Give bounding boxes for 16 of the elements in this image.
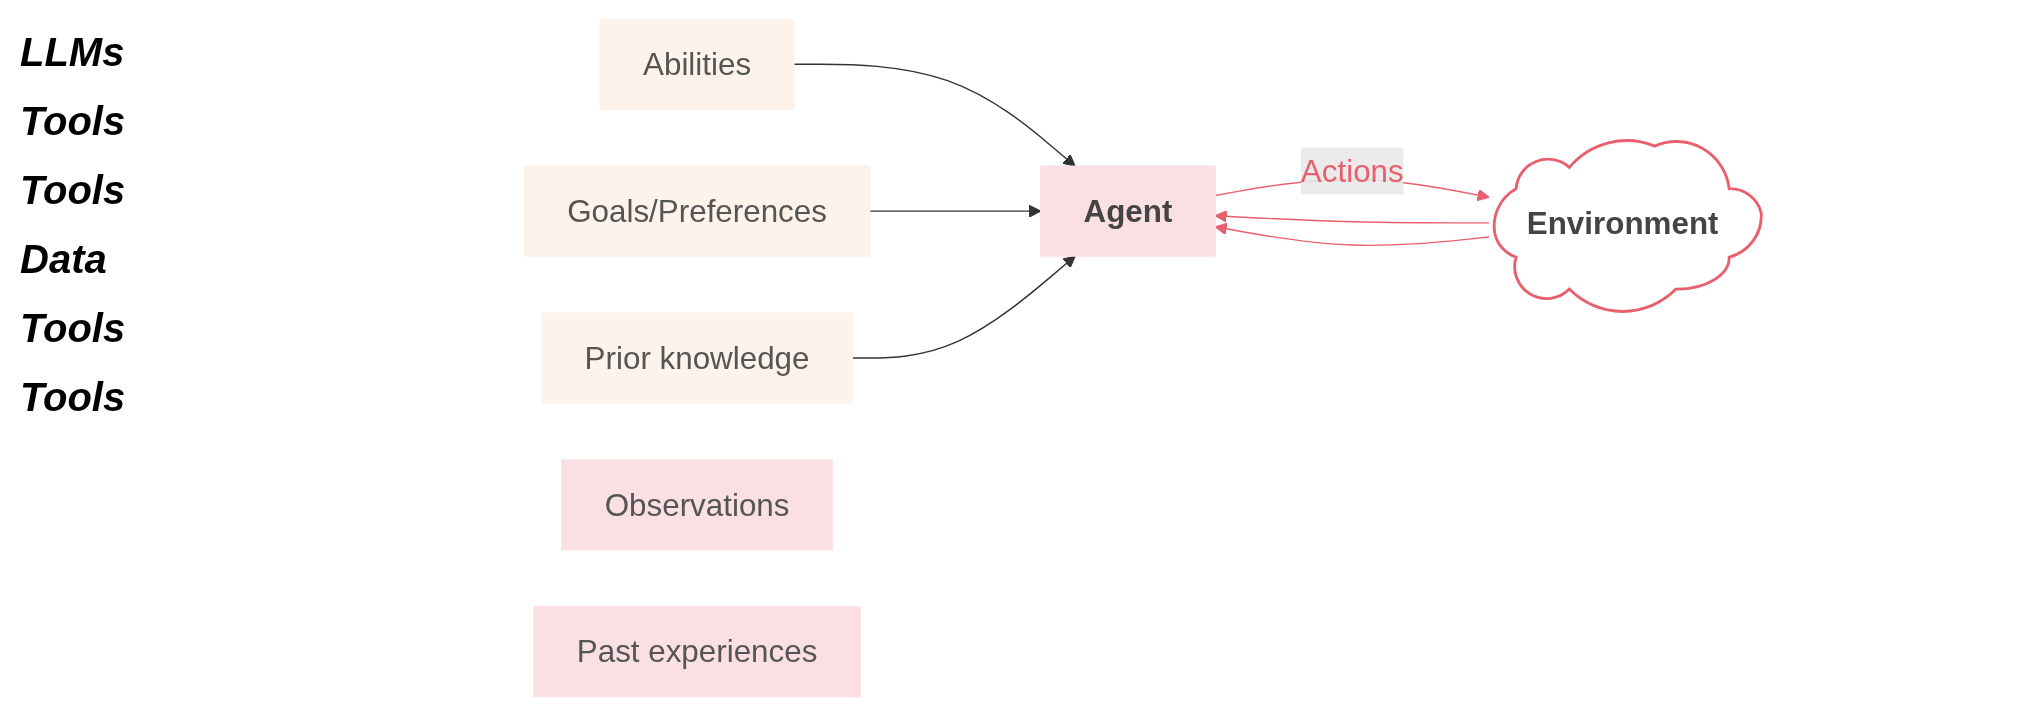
arrow bbox=[851, 255, 1076, 359]
node-box: Past experiences bbox=[532, 606, 861, 698]
annotation-text: Tools bbox=[20, 375, 126, 420]
node-box: Agent bbox=[1039, 165, 1216, 257]
annotation-text: Data bbox=[20, 237, 107, 282]
arrow bbox=[1214, 210, 1490, 224]
node-box: Prior knowledge bbox=[540, 312, 853, 404]
annotation-text: Tools bbox=[20, 99, 126, 144]
edge-label: Actions bbox=[1300, 153, 1404, 189]
annotation-text: LLMs bbox=[20, 30, 125, 75]
node-box: Observations bbox=[560, 459, 833, 551]
arrow bbox=[1214, 222, 1490, 247]
annotation-text: Tools bbox=[20, 306, 126, 351]
annotation-text: Tools bbox=[20, 168, 126, 213]
node-box: Goals/Preferences bbox=[523, 165, 871, 257]
node-box: Abilities bbox=[599, 18, 795, 110]
